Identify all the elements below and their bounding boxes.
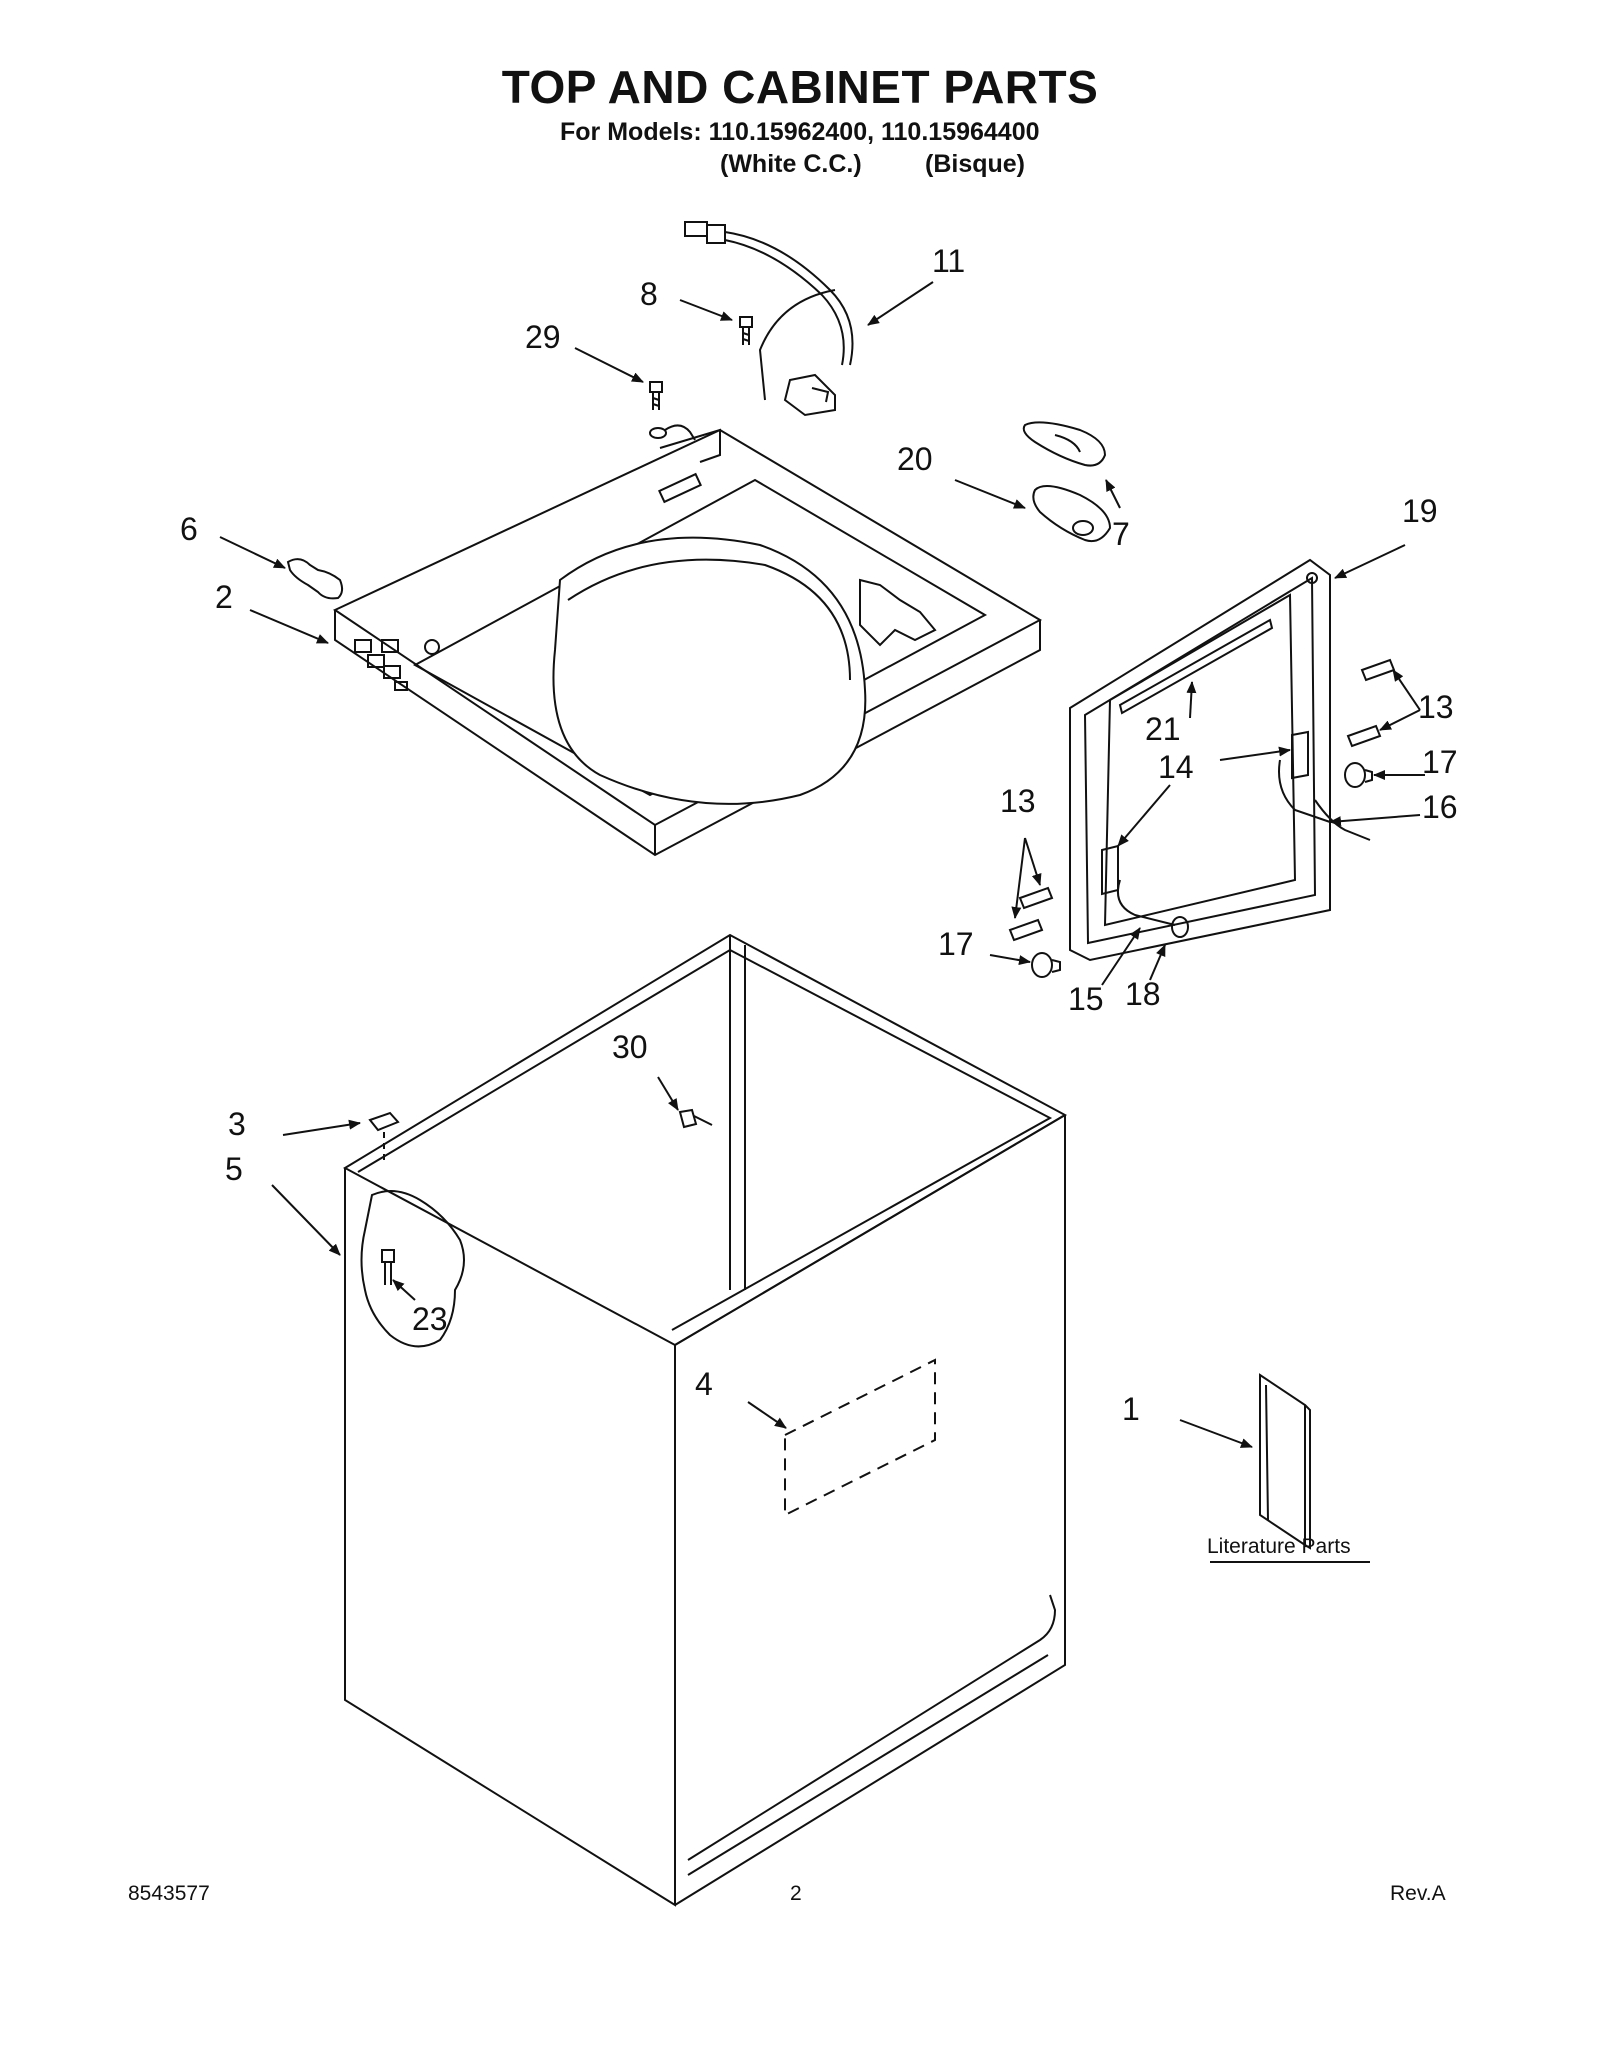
- callout-29: 29: [525, 319, 561, 355]
- page-number: 2: [790, 1882, 802, 1905]
- callout-19: 19: [1402, 493, 1438, 529]
- callout-6: 6: [180, 511, 198, 547]
- callout-30: 30: [612, 1029, 648, 1065]
- literature-book-1: [1259, 1373, 1311, 1550]
- callout-3: 3: [228, 1106, 246, 1142]
- screw-13-a: [1360, 658, 1396, 682]
- callout-17-left: 17: [938, 926, 974, 962]
- leader-7: [1105, 479, 1121, 509]
- leader-3: [282, 1119, 361, 1136]
- leader-13b: [1379, 709, 1421, 731]
- callout-1: 1: [1122, 1391, 1140, 1427]
- leader-30: [657, 1076, 679, 1111]
- variant-bisque: (Bisque): [925, 150, 1025, 178]
- revision: Rev.A: [1390, 1882, 1446, 1905]
- lid-part-19: [1069, 558, 1331, 962]
- callout-14: 14: [1158, 749, 1194, 785]
- leader-15: [1101, 927, 1141, 986]
- leader-13d: [1011, 837, 1026, 919]
- screw-13-c: [1018, 886, 1054, 910]
- callout-16: 16: [1422, 789, 1458, 825]
- leader-13c: [1024, 837, 1042, 886]
- screw-8: [739, 316, 753, 345]
- doc-number: 8543577: [128, 1882, 210, 1905]
- lid-switch-harness-part: [684, 221, 854, 417]
- leader-19: [1334, 544, 1406, 579]
- models-line: For Models: 110.15962400, 110.15964400: [560, 118, 1040, 146]
- leader-4: [747, 1401, 787, 1429]
- callout-21: 21: [1145, 711, 1181, 747]
- callout-15: 15: [1068, 981, 1104, 1017]
- callout-2: 2: [215, 579, 233, 615]
- clip-6: [286, 558, 344, 600]
- hinge-14-left: [1101, 844, 1176, 926]
- cabinet-cutaway-23: [360, 1190, 465, 1348]
- cabinet-part-5: [342, 933, 1068, 1907]
- callout-7: 7: [1112, 516, 1130, 552]
- leader-14a: [1219, 746, 1291, 761]
- washer-top-part: [332, 428, 1043, 857]
- screw-13-d: [1008, 918, 1044, 942]
- bumper-17-right: [1344, 762, 1373, 788]
- callout-5: 5: [225, 1151, 243, 1187]
- bumper-17-left: [1031, 952, 1061, 978]
- callout-17-right: 17: [1422, 744, 1458, 780]
- knob-20: [1032, 485, 1112, 543]
- variant-white: (White C.C.): [720, 150, 862, 178]
- screw-29: [649, 381, 696, 441]
- callout-4: 4: [695, 1366, 713, 1402]
- leader-13a: [1392, 669, 1421, 711]
- leader-6: [219, 536, 286, 569]
- leader-17b: [989, 954, 1031, 966]
- leader-1: [1179, 1419, 1253, 1448]
- callout-11: 11: [932, 243, 965, 279]
- leader-20: [954, 479, 1026, 509]
- bushing-18: [1171, 916, 1189, 938]
- page-title: TOP AND CABINET PARTS: [501, 61, 1099, 113]
- leader-21: [1186, 681, 1197, 719]
- callout-13-right: 13: [1418, 689, 1454, 725]
- callout-13-left: 13: [1000, 783, 1036, 819]
- leader-2: [249, 609, 329, 644]
- clip-3: [368, 1111, 400, 1165]
- hinge-14-right: [1278, 730, 1331, 823]
- leader-5: [271, 1184, 341, 1256]
- screw-30: [678, 1108, 713, 1129]
- leader-18: [1149, 944, 1166, 981]
- knob-7: [1022, 421, 1107, 467]
- label-4-dashed: [784, 1358, 936, 1517]
- leader-16: [1329, 814, 1421, 827]
- leader-23: [392, 1279, 416, 1301]
- leader-8: [679, 299, 733, 321]
- callout-23: 23: [412, 1301, 448, 1337]
- literature-parts-label: Literature Parts: [1207, 1535, 1351, 1558]
- screw-13-b: [1346, 724, 1382, 748]
- leader-29: [574, 347, 644, 383]
- leader-14b: [1117, 784, 1171, 847]
- callout-18: 18: [1125, 976, 1161, 1012]
- callout-20: 20: [897, 441, 933, 477]
- callout-8: 8: [640, 276, 658, 312]
- leader-11: [867, 281, 934, 326]
